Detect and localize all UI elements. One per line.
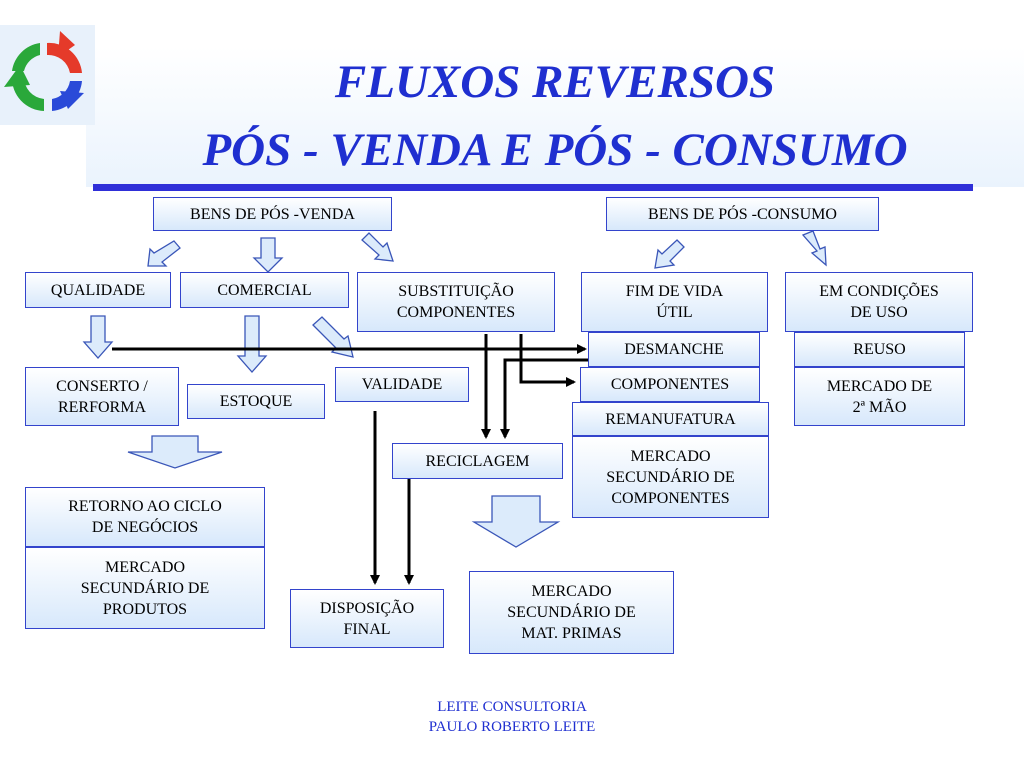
label-comercial: COMERCIAL	[217, 281, 312, 299]
label-merc-sec-mat-l2: SECUNDÁRIO DE	[507, 604, 636, 621]
block-arrow-to-estoque	[236, 315, 268, 373]
box-substituicao-componentes: SUBSTITUIÇÃO COMPONENTES	[357, 272, 555, 332]
footer-line-1: LEITE CONSULTORIA	[437, 699, 587, 715]
label-merc-sec-prod-l2: SECUNDÁRIO DE	[80, 579, 210, 597]
footer-line-2: PAULO ROBERTO LEITE	[428, 719, 596, 735]
box-fim-de-vida-util: FIM DE VIDA ÚTIL	[581, 272, 768, 332]
label-disposicao-l2: FINAL	[343, 620, 391, 638]
box-remanufatura: REMANUFATURA	[572, 402, 769, 436]
box-retorno-ciclo-negocios: RETORNO AO CICLO DE NEGÓCIOS	[25, 487, 265, 547]
box-desmanche: DESMANCHE	[588, 332, 760, 367]
block-arrow-to-substituicao	[361, 232, 394, 262]
merc-sec-prod-text: MERCADO SECUNDÁRIO DE PRODUTOS	[81, 557, 209, 620]
label-componentes: COMPONENTES	[610, 376, 730, 393]
connector-desmanche-reciclagem	[500, 358, 588, 439]
wide-arrow-to-retorno	[127, 435, 223, 469]
header-band	[86, 47, 1024, 187]
label-merc-sec-prod-l3: PRODUTOS	[102, 600, 188, 618]
label-substituicao-l1: SUBSTITUIÇÃO	[398, 283, 514, 300]
box-bens-pos-consumo: BENS DE PÓS -CONSUMO	[606, 197, 879, 231]
fim-vida-text: FIM DE VIDA ÚTIL	[626, 281, 723, 323]
label-remanufatura: REMANUFATURA	[605, 410, 736, 428]
label-disposicao-l1: DISPOSIÇÃO	[319, 599, 415, 617]
disposicao-text: DISPOSIÇÃO FINAL	[320, 598, 414, 640]
box-mercado-secundario-componentes: MERCADO SECUNDÁRIO DE COMPONENTES	[572, 436, 769, 518]
wide-arrow-to-mercado-mat	[471, 495, 561, 548]
label-merc-sec-mat-l1: MERCADO	[531, 583, 612, 600]
label-bens-pos-consumo: BENS DE PÓS -CONSUMO	[648, 205, 837, 223]
label-substituicao-l2: COMPONENTES	[396, 304, 516, 321]
label-retorno-l1: RETORNO AO CICLO	[68, 498, 222, 515]
label-bens-pos-venda: BENS DE PÓS -VENDA	[190, 205, 355, 223]
label-conserto-l1: CONSERTO /	[56, 377, 148, 395]
box-qualidade: QUALIDADE	[25, 272, 171, 308]
block-arrow-to-em-condicoes	[801, 230, 827, 267]
label-merc-sec-prod-l1: MERCADO	[104, 558, 185, 576]
block-arrow-to-validade	[312, 316, 354, 358]
label-merc-sec-comp-l1: MERCADO	[630, 447, 711, 465]
box-reciclagem: RECICLAGEM	[392, 443, 563, 479]
label-conserto-l2: RERFORMA	[57, 398, 147, 416]
box-componentes: COMPONENTES	[580, 367, 760, 402]
label-validade: VALIDADE	[361, 376, 443, 393]
retorno-text: RETORNO AO CICLO DE NEGÓCIOS	[68, 496, 222, 538]
label-estoque: ESTOQUE	[219, 393, 293, 410]
block-arrow-to-fim-vida	[654, 239, 685, 269]
recycle-arrows-icon	[4, 31, 84, 111]
box-bens-pos-venda: BENS DE PÓS -VENDA	[153, 197, 392, 231]
label-reciclagem: RECICLAGEM	[425, 452, 530, 470]
label-fim-vida-l1: FIM DE VIDA	[625, 283, 724, 300]
box-comercial: COMERCIAL	[180, 272, 349, 308]
logo	[0, 25, 95, 125]
label-merc-sec-mat-l3: MAT. PRIMAS	[521, 625, 622, 642]
label-desmanche: DESMANCHE	[624, 341, 724, 358]
label-retorno-l2: DE NEGÓCIOS	[91, 519, 199, 536]
label-qualidade: QUALIDADE	[50, 281, 146, 299]
connector-to-componentes	[519, 334, 576, 387]
em-condicoes-text: EM CONDIÇÕES DE USO	[819, 281, 939, 323]
block-arrow-to-qualidade	[147, 240, 181, 267]
conserto-text: CONSERTO / RERFORMA	[56, 376, 148, 418]
substituicao-text: SUBSTITUIÇÃO COMPONENTES	[397, 281, 515, 323]
title-line-1: FLUXOS REVERSOS	[334, 56, 776, 108]
box-validade: VALIDADE	[335, 367, 469, 402]
title-line-2: PÓS - VENDA E PÓS - CONSUMO	[202, 124, 908, 176]
label-mercado-2a-l1: MERCADO DE	[826, 377, 933, 395]
box-mercado-2a-mao: MERCADO DE 2ª MÃO	[794, 367, 965, 426]
box-mercado-secundario-mat-primas: MERCADO SECUNDÁRIO DE MAT. PRIMAS	[469, 571, 674, 654]
block-arrow-to-comercial	[252, 237, 284, 273]
label-em-condicoes-l1: EM CONDIÇÕES	[819, 283, 939, 300]
box-em-condicoes-de-uso: EM CONDIÇÕES DE USO	[785, 272, 973, 332]
block-arrow-to-conserto	[82, 315, 114, 359]
label-reuso: REUSO	[853, 341, 906, 358]
title-divider	[93, 184, 973, 191]
merc-sec-mat-text: MERCADO SECUNDÁRIO DE MAT. PRIMAS	[507, 581, 635, 644]
box-disposicao-final: DISPOSIÇÃO FINAL	[290, 589, 444, 648]
box-estoque: ESTOQUE	[187, 384, 325, 419]
box-conserto-reforma: CONSERTO / RERFORMA	[25, 367, 179, 426]
box-reuso: REUSO	[794, 332, 965, 367]
label-merc-sec-comp-l3: COMPONENTES	[611, 489, 730, 507]
box-mercado-secundario-produtos: MERCADO SECUNDÁRIO DE PRODUTOS	[25, 547, 265, 629]
mercado-2a-text: MERCADO DE 2ª MÃO	[827, 376, 932, 418]
label-em-condicoes-l2: DE USO	[850, 304, 908, 321]
label-merc-sec-comp-l2: SECUNDÁRIO DE	[606, 468, 735, 486]
label-fim-vida-l2: ÚTIL	[656, 304, 693, 321]
label-mercado-2a-l2: 2ª MÃO	[852, 398, 907, 416]
merc-sec-comp-text: MERCADO SECUNDÁRIO DE COMPONENTES	[606, 446, 734, 509]
